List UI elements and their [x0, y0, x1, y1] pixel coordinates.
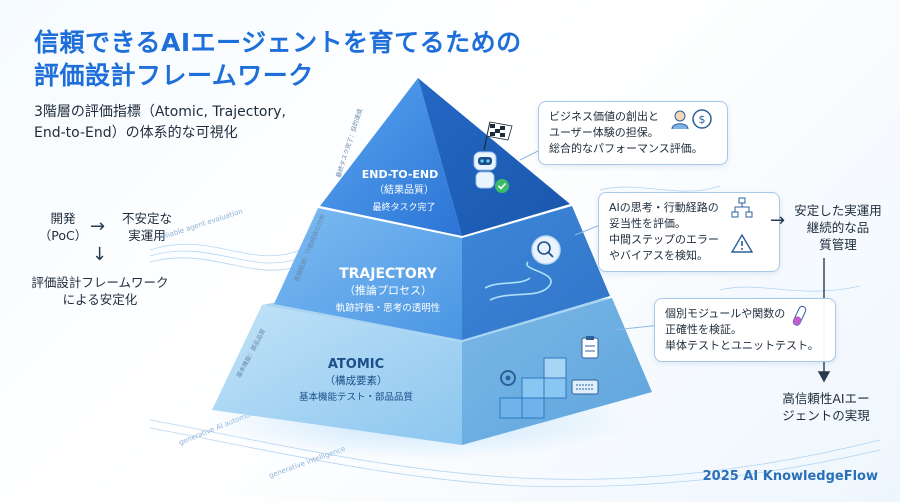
title-line-2: 評価設計フレームワーク [34, 61, 314, 90]
blocks-icon [499, 357, 567, 419]
arrow-down-icon: ↓ [92, 244, 108, 265]
keyboard-icon [571, 379, 599, 395]
right-flow-top-line-2: 継続的な品 [806, 220, 870, 235]
arrow-right-icon: → [90, 216, 106, 237]
tier-top-sub: （結果品質） [374, 183, 434, 196]
tier-trajectory [274, 206, 610, 340]
callout-bottom-line-3: 単体テストとユニットテスト。 [665, 339, 819, 352]
callout-middle-line-1: AIの思考・行動経路の [609, 201, 719, 214]
flowchart-icon [731, 197, 753, 218]
robot-icon [473, 151, 509, 193]
tier-top-name: END-TO-END [362, 168, 438, 181]
callout-middle-line-4: やバイアスを検知。 [609, 249, 708, 262]
callout-atomic: 個別モジュールや関数の 正確性を検証。 単体テストとユニットテスト。 [654, 298, 836, 362]
tier-bottom-desc: 基本機能テスト・部品品質 [299, 391, 413, 403]
callout-top-line-1: ビジネス価値の創出と [549, 110, 659, 123]
flow-stable-line-1: 評価設計フレームワーク [31, 275, 169, 290]
flow-dev: 開発 （PoC） [28, 210, 98, 244]
right-flow-top-line-3: 質管理 [819, 237, 857, 252]
flow-unstable-line-2: 実運用 [128, 228, 166, 243]
callout-top-line-2: ユーザー体験の担保。 [549, 126, 659, 139]
arrow-right-icon-2: → [770, 210, 786, 231]
right-flow-bottom: 高信頼性AIエー ジェントの実現 [774, 390, 878, 424]
page-subtitle: 3階層の評価指標（Atomic, Trajectory, End-to-End）… [34, 102, 294, 144]
flow-stable-line-2: による安定化 [62, 292, 138, 307]
callout-end-to-end: ビジネス価値の創出と ユーザー体験の担保。 総合的なパフォーマンス評価。 $ [538, 101, 728, 165]
flow-stable: 評価設計フレームワーク による安定化 [20, 274, 180, 308]
tier-middle-sub: （推論プロセス） [344, 283, 432, 297]
title-line-1: 信頼できるAIエージェントを育てるための [34, 28, 522, 57]
tier-end-to-end [320, 78, 570, 236]
tier-bottom-sub: （構成要素） [325, 374, 388, 387]
tier-middle-name: TRAJECTORY [339, 266, 438, 282]
footer-credit: 2025 AI KnowledgeFlow [702, 469, 878, 484]
trajectory-path [484, 261, 552, 301]
flow-unstable-line-1: 不安定な [121, 211, 172, 226]
right-flow-bottom-line-1: 高信頼性AIエー [782, 391, 870, 406]
tier-middle-desc: 軌跡評価・思考の透明性 [336, 302, 441, 314]
test-tube-icon [792, 305, 807, 326]
checkered-flag-icon [483, 121, 513, 151]
tier-bottom-name: ATOMIC [328, 357, 384, 372]
callout-top-line-3: 総合的なパフォーマンス評価。 [549, 142, 703, 155]
dollar-icon: $ [692, 109, 712, 129]
subtitle-line-1: 3階層の評価指標（Atomic, Trajectory, [34, 104, 286, 120]
callout-bottom-line-2: 正確性を検証。 [665, 323, 742, 336]
magnifier-icon [531, 235, 561, 265]
warning-icon [731, 233, 753, 253]
person-icon [671, 110, 689, 130]
clipboard-icon [581, 336, 599, 359]
right-flow-bottom-line-2: ジェントの実現 [782, 408, 870, 423]
svg-text:$: $ [699, 113, 706, 126]
flow-dev-line-1: 開発 [50, 211, 76, 226]
gear-icon [500, 370, 516, 386]
callout-connectors [519, 149, 661, 331]
right-flow-top-line-1: 安定した実運用 [794, 203, 882, 218]
callout-middle-line-3: 中間ステップのエラー [609, 233, 719, 246]
callout-trajectory: AIの思考・行動経路の 妥当性を評価。 中間ステップのエラー やバイアスを検知。 [598, 192, 780, 272]
subtitle-line-2: End-to-End）の体系的な可視化 [34, 125, 238, 141]
page-title: 信頼できるAIエージェントを育てるための 評価設計フレームワーク [34, 26, 522, 92]
right-flow-top: 安定した実運用 継続的な品 質管理 [788, 202, 888, 253]
callout-bottom-line-1: 個別モジュールや関数の [665, 307, 786, 320]
flow-unstable: 不安定な 実運用 [112, 210, 182, 244]
flow-dev-line-2: （PoC） [38, 228, 88, 243]
tier-top-desc: 最終タスク完了 [372, 201, 435, 213]
callout-middle-line-2: 妥当性を評価。 [609, 217, 686, 230]
wave-text-3: reliable agent evaluation [158, 207, 244, 242]
